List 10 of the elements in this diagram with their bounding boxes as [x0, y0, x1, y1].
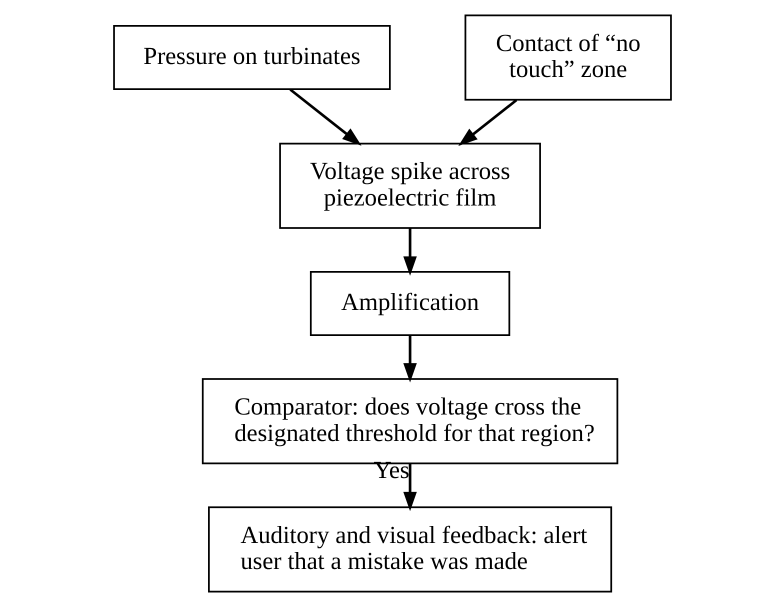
node-box: Amplification [309, 271, 510, 336]
node-box: Pressure on turbinates [112, 25, 390, 90]
arrow [458, 99, 517, 146]
node-box: Contact of “no touch” zone [464, 14, 672, 101]
arrow [402, 228, 416, 276]
arrow [402, 335, 416, 382]
arrow [402, 464, 416, 512]
node-box: Auditory and visual feedback: alert user that a mistake was made [208, 506, 612, 593]
node-box: Voltage spike across piezoelectric film [278, 142, 540, 229]
arrow [288, 88, 362, 146]
